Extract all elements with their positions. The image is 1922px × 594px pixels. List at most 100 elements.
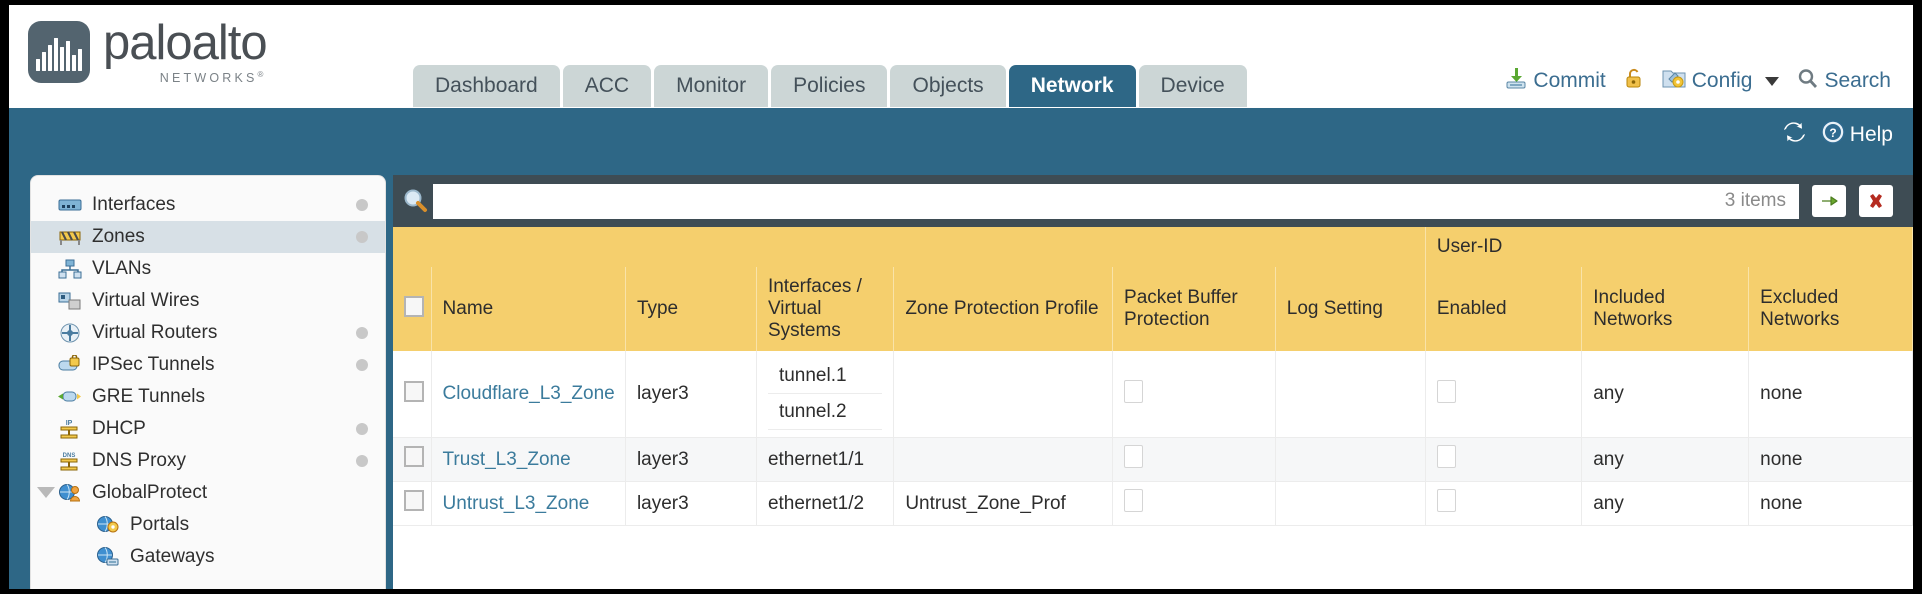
status-dot bbox=[356, 327, 368, 339]
zone-link[interactable]: Trust_L3_Zone bbox=[442, 448, 571, 470]
magnifier-icon[interactable] bbox=[399, 184, 433, 218]
tab-objects[interactable]: Objects bbox=[890, 65, 1006, 107]
network-sidebar: Interfaces Zones VLANs Vir bbox=[30, 175, 386, 589]
row-select-cell bbox=[393, 437, 432, 482]
col-type[interactable]: Type bbox=[625, 267, 757, 351]
col-excluded-networks[interactable]: Excluded Networks bbox=[1748, 267, 1913, 351]
filter-input[interactable]: 3 items bbox=[433, 183, 1799, 219]
select-all-header bbox=[393, 267, 432, 351]
svg-text:?: ? bbox=[1829, 126, 1836, 140]
userid-enabled-checkbox[interactable] bbox=[1436, 445, 1456, 468]
col-packet-buffer-protection[interactable]: Packet Buffer Protection bbox=[1112, 267, 1276, 351]
sidebar-label: DHCP bbox=[92, 418, 146, 439]
col-included-networks[interactable]: Included Networks bbox=[1581, 267, 1750, 351]
cell-log-setting bbox=[1275, 437, 1426, 482]
sidebar-label: Portals bbox=[130, 514, 190, 535]
tab-policies[interactable]: Policies bbox=[771, 65, 888, 107]
sidebar-item-zones[interactable]: Zones bbox=[31, 221, 385, 253]
userid-enabled-checkbox[interactable] bbox=[1436, 379, 1456, 403]
select-all-checkbox[interactable] bbox=[404, 295, 424, 317]
cell-included-networks: any bbox=[1581, 351, 1750, 438]
tab-network[interactable]: Network bbox=[1008, 65, 1136, 107]
col-log-setting[interactable]: Log Setting bbox=[1275, 267, 1426, 351]
dhcp-icon: IP bbox=[57, 418, 83, 440]
userid-enabled-checkbox[interactable] bbox=[1436, 489, 1456, 512]
cell-name: Cloudflare_L3_Zone bbox=[431, 351, 626, 438]
status-dot bbox=[356, 359, 368, 371]
cell-interfaces: tunnel.1 tunnel.2 bbox=[756, 351, 895, 438]
cell-name: Untrust_L3_Zone bbox=[431, 481, 626, 526]
row-checkbox[interactable] bbox=[404, 446, 424, 467]
virtual-wires-icon bbox=[57, 290, 83, 312]
sidebar-item-portals[interactable]: Portals bbox=[31, 509, 385, 541]
interfaces-icon bbox=[57, 194, 83, 216]
sub-header-band: ? Help bbox=[9, 108, 1913, 175]
cell-interfaces: ethernet1/1 bbox=[756, 437, 895, 482]
packet-buffer-checkbox[interactable] bbox=[1124, 379, 1144, 403]
table-row[interactable]: Untrust_L3_Zone layer3 ethernet1/2 Untru… bbox=[393, 481, 1913, 526]
row-checkbox[interactable] bbox=[404, 490, 424, 511]
apply-filter-button[interactable] bbox=[1812, 185, 1846, 217]
svg-text:IP: IP bbox=[66, 420, 73, 427]
cell-packet-buffer-protection bbox=[1112, 351, 1276, 438]
col-zone-protection-profile[interactable]: Zone Protection Profile bbox=[893, 267, 1114, 351]
cell-userid-enabled bbox=[1425, 437, 1583, 482]
globalprotect-icon bbox=[57, 482, 83, 504]
item-count: 3 items bbox=[1724, 190, 1786, 211]
help-icon: ? bbox=[1821, 120, 1845, 150]
brand-subtitle: NETWORKS® bbox=[159, 70, 267, 86]
sidebar-label: Gateways bbox=[130, 546, 215, 567]
config-label: Config bbox=[1691, 69, 1753, 92]
zone-link[interactable]: Untrust_L3_Zone bbox=[442, 492, 590, 514]
sidebar-item-virtual-wires[interactable]: Virtual Wires bbox=[31, 285, 385, 317]
tab-acc[interactable]: ACC bbox=[562, 65, 652, 107]
refresh-icon[interactable] bbox=[1782, 121, 1807, 149]
tab-device[interactable]: Device bbox=[1138, 65, 1247, 107]
cell-zone-protection-profile bbox=[893, 437, 1114, 482]
tab-dashboard[interactable]: Dashboard bbox=[413, 65, 560, 107]
row-checkbox[interactable] bbox=[404, 380, 424, 402]
sidebar-item-interfaces[interactable]: Interfaces bbox=[31, 189, 385, 221]
sidebar-item-gre-tunnels[interactable]: GRE Tunnels bbox=[31, 381, 385, 413]
zones-icon bbox=[57, 226, 83, 248]
top-action-bar: Commit bbox=[1505, 67, 1891, 95]
col-name[interactable]: Name bbox=[431, 267, 626, 351]
tab-monitor[interactable]: Monitor bbox=[654, 65, 769, 107]
sidebar-item-virtual-routers[interactable]: Virtual Routers bbox=[31, 317, 385, 349]
gateways-icon bbox=[95, 546, 121, 568]
help-button[interactable]: ? Help bbox=[1821, 120, 1893, 150]
paloalto-logo-icon bbox=[28, 21, 90, 84]
sidebar-label: Virtual Routers bbox=[92, 322, 218, 343]
commit-label: Commit bbox=[1533, 69, 1606, 92]
cell-interfaces: ethernet1/2 bbox=[756, 481, 895, 526]
zone-link[interactable]: Cloudflare_L3_Zone bbox=[442, 383, 615, 404]
col-interfaces[interactable]: Interfaces / Virtual Systems bbox=[756, 267, 895, 351]
col-userid-enabled[interactable]: Enabled bbox=[1425, 267, 1583, 351]
cell-excluded-networks: none bbox=[1748, 437, 1913, 482]
packet-buffer-checkbox[interactable] bbox=[1124, 445, 1144, 468]
table-row[interactable]: Trust_L3_Zone layer3 ethernet1/1 bbox=[393, 437, 1913, 482]
sidebar-item-gateways[interactable]: Gateways bbox=[31, 541, 385, 573]
sidebar-label: VLANs bbox=[92, 258, 152, 279]
portals-icon bbox=[95, 514, 121, 536]
search-icon bbox=[1797, 68, 1818, 95]
commit-button[interactable]: Commit bbox=[1505, 67, 1606, 95]
chevron-down-icon[interactable] bbox=[37, 487, 55, 498]
config-menu[interactable]: Config bbox=[1662, 67, 1780, 95]
cell-type: layer3 bbox=[625, 437, 757, 482]
status-dot bbox=[356, 423, 368, 435]
sidebar-item-vlans[interactable]: VLANs bbox=[31, 253, 385, 285]
search-button[interactable]: Search bbox=[1797, 68, 1891, 95]
cell-excluded-networks: none bbox=[1748, 481, 1913, 526]
filter-bar: 3 items bbox=[393, 175, 1913, 227]
config-lock-button[interactable] bbox=[1624, 67, 1644, 95]
top-header: paloalto NETWORKS® Dashboard ACC Monitor… bbox=[9, 5, 1913, 108]
clear-filter-button[interactable] bbox=[1859, 185, 1893, 217]
sidebar-item-dns-proxy[interactable]: DNS DNS Proxy bbox=[31, 445, 385, 477]
sidebar-item-ipsec-tunnels[interactable]: IPSec Tunnels bbox=[31, 349, 385, 381]
sidebar-label: GRE Tunnels bbox=[92, 386, 205, 407]
sidebar-item-dhcp[interactable]: IP DHCP bbox=[31, 413, 385, 445]
packet-buffer-checkbox[interactable] bbox=[1124, 489, 1144, 512]
cell-name: Trust_L3_Zone bbox=[431, 437, 626, 482]
sidebar-item-globalprotect[interactable]: GlobalProtect bbox=[31, 477, 385, 509]
